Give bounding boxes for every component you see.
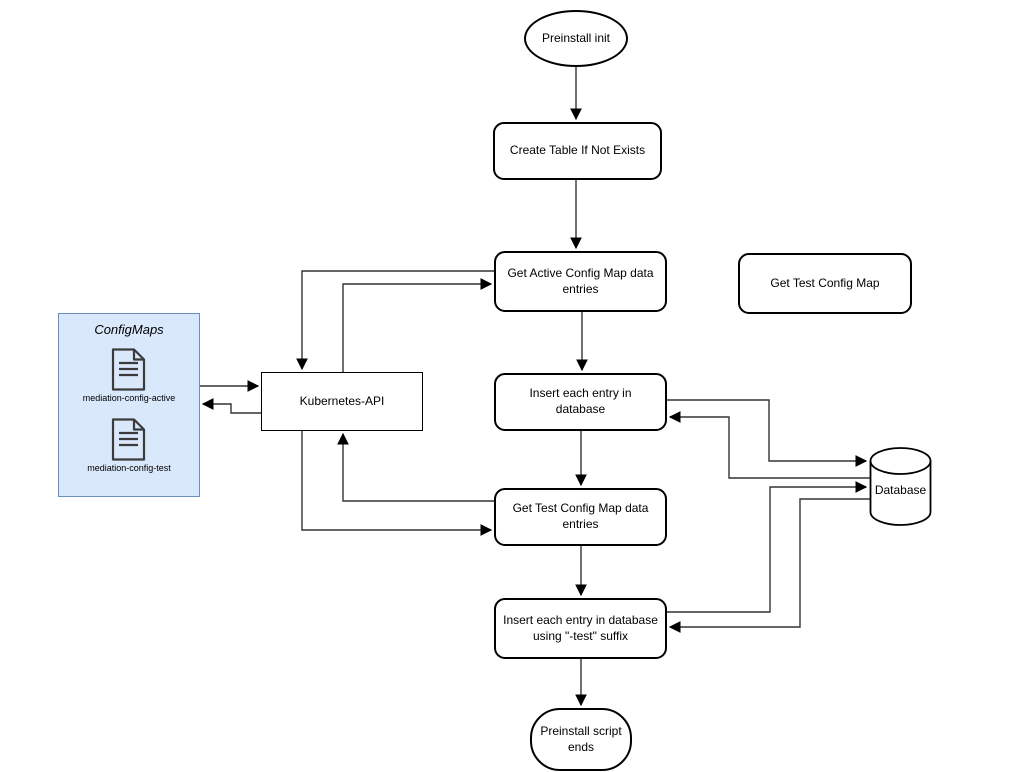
node-insert-each-entry-test: Insert each entry in database using "-te… xyxy=(494,598,667,659)
node-get-active-configmap: Get Active Config Map data entries xyxy=(494,251,667,312)
node-label: Preinstall script ends xyxy=(540,723,622,754)
node-get-test-configmap-entries: Get Test Config Map data entries xyxy=(494,488,667,546)
panel-configmaps: ConfigMaps mediation-config-active media… xyxy=(58,313,200,497)
database-cylinder-icon xyxy=(869,447,932,526)
node-database: Database xyxy=(869,447,932,526)
configmap-file-label: mediation-config-active xyxy=(82,393,176,403)
edge-insert-test-to-database xyxy=(667,481,868,613)
edge-database-to-insert-test xyxy=(668,498,870,633)
document-icon xyxy=(112,418,146,461)
node-insert-each-entry: Insert each entry in database xyxy=(494,373,667,431)
edge-k8s-to-configmaps xyxy=(201,398,261,414)
configmap-file-active: mediation-config-active xyxy=(82,337,176,403)
node-get-test-configmap: Get Test Config Map xyxy=(738,253,912,314)
node-create-table: Create Table If Not Exists xyxy=(493,122,662,180)
document-icon xyxy=(112,348,146,391)
edge-database-to-insert xyxy=(668,411,870,479)
node-label: Get Test Config Map xyxy=(770,275,880,290)
configmaps-title: ConfigMaps xyxy=(94,322,164,337)
node-label: Get Test Config Map data entries xyxy=(512,501,649,531)
node-kubernetes-api: Kubernetes-API xyxy=(261,372,423,431)
node-label: Create Table If Not Exists xyxy=(509,143,646,158)
edge-k8s-to-get-test-entries xyxy=(301,431,493,536)
node-label: Insert each entry in database using "-te… xyxy=(503,612,658,643)
node-label: Preinstall init xyxy=(541,30,611,45)
node-label: Get Active Config Map data entries xyxy=(507,265,654,296)
edge-k8s-to-get-active xyxy=(342,278,493,372)
edge-insert-to-database xyxy=(667,399,868,467)
database-label: Database xyxy=(874,483,927,497)
configmap-file-label: mediation-config-test xyxy=(87,463,171,473)
node-label: Kubernetes-API xyxy=(299,393,385,408)
node-label: Insert each entry in database xyxy=(529,386,632,416)
node-preinstall-ends: Preinstall script ends xyxy=(530,708,632,771)
edge-get-active-to-k8s xyxy=(296,270,494,371)
node-preinstall-init: Preinstall init xyxy=(524,10,628,67)
configmap-file-test: mediation-config-test xyxy=(87,403,171,473)
edge-get-test-entries-to-k8s xyxy=(337,432,494,502)
